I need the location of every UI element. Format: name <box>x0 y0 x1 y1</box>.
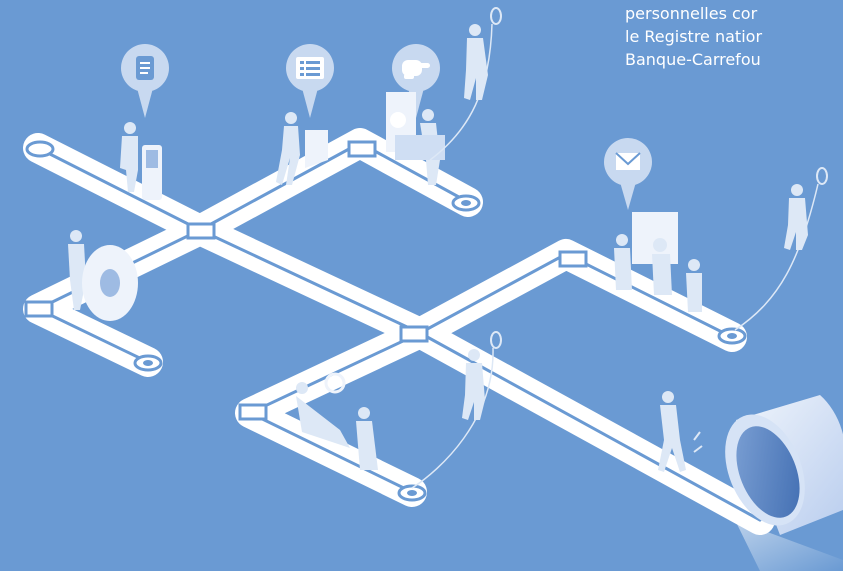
desk-group-scene <box>386 92 445 185</box>
person-kiosk-scene <box>120 122 162 200</box>
junction-node <box>347 140 377 158</box>
person-balloon-right <box>784 167 828 250</box>
hand-icon <box>402 60 430 79</box>
caption-line-2: le Registre natior <box>625 27 763 46</box>
bubble-list <box>286 44 334 118</box>
person-walking-tunnel <box>658 391 703 472</box>
caption-line-3: Banque-Carrefou <box>625 50 761 69</box>
person-balloon-center <box>462 331 502 420</box>
envelope-icon <box>615 152 641 170</box>
junction-nodes <box>24 140 588 421</box>
junction-node <box>238 403 268 421</box>
junction-node <box>24 300 54 318</box>
junction-node <box>186 222 216 240</box>
caption-text: personnelles cor le Registre natior Banq… <box>625 2 843 71</box>
person-figures <box>68 7 828 472</box>
junction-node <box>558 250 588 268</box>
person-disc-scene <box>68 230 138 321</box>
bubble-document <box>121 44 169 118</box>
care-scene <box>296 372 378 470</box>
balloon-strings <box>411 23 819 489</box>
person-cart-scene <box>276 112 328 185</box>
bubble-envelope <box>604 138 652 210</box>
document-icon <box>136 56 154 80</box>
person-balloon-top <box>464 7 502 100</box>
junction-node <box>399 325 429 343</box>
meeting-group-scene <box>614 212 702 312</box>
tunnel-tube <box>725 395 843 571</box>
list-icon <box>296 57 324 79</box>
end-marker <box>25 140 55 158</box>
caption-line-1: personnelles cor <box>625 4 758 23</box>
